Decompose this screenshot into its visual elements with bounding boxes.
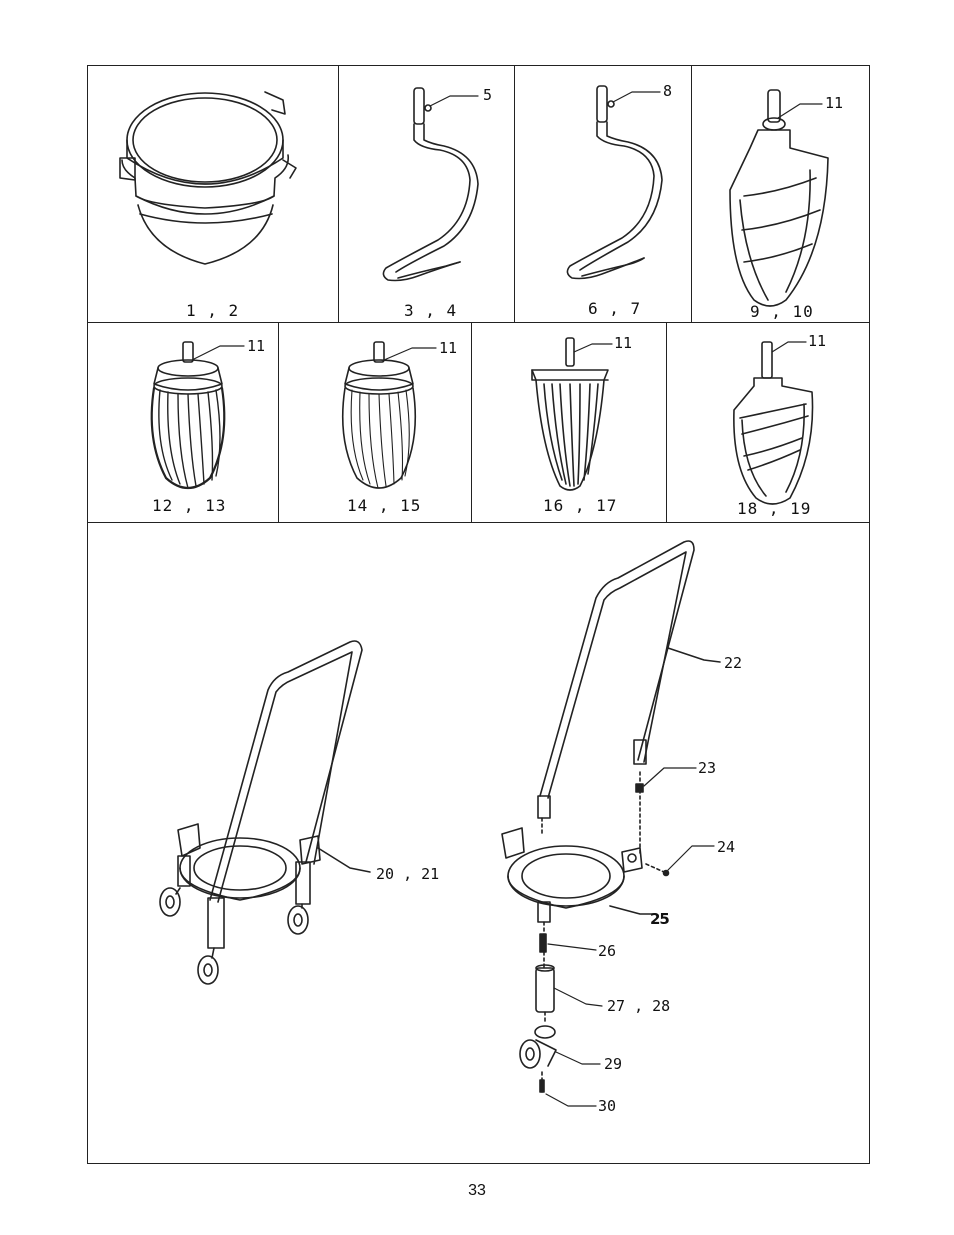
callout-11-whip2: 11: [439, 339, 458, 357]
caption-beater2: 18 , 19: [737, 499, 812, 518]
callout-8: 8: [663, 82, 673, 100]
callout-11-pastry: 11: [614, 334, 633, 352]
row-divider-2: [87, 522, 870, 523]
caption-beater1: 9 , 10: [750, 302, 814, 321]
callout-5: 5: [483, 86, 493, 104]
caption-bowl: 1 , 2: [186, 301, 240, 320]
dolly-exploded-illustration: [501, 540, 721, 1093]
col-divider-r1-2: [514, 65, 515, 322]
callout-11-beater2: 11: [808, 332, 827, 350]
caption-whip2: 14 , 15: [347, 496, 422, 515]
callout-22: 22: [724, 654, 743, 672]
caption-pastry: 16 , 17: [543, 496, 618, 515]
callout-20-21: 20 , 21: [376, 865, 440, 883]
beater1-illustration: [729, 89, 829, 307]
callout-24: 24: [717, 838, 736, 856]
dolly-assembled-illustration: [159, 640, 371, 985]
callout-25: 25: [650, 910, 670, 928]
whip1-illustration: [150, 341, 226, 490]
callout-26: 26: [598, 942, 617, 960]
caption-hook1: 3 , 4: [404, 301, 458, 320]
callout-11-beater1: 11: [825, 94, 844, 112]
bowl-illustration: [119, 91, 297, 265]
callout-30: 30: [598, 1097, 617, 1115]
caption-hook2: 6 , 7: [588, 299, 642, 318]
callout-29: 29: [604, 1055, 623, 1073]
page-number: 33: [468, 1182, 486, 1199]
callout-23: 23: [698, 759, 717, 777]
diagram-frame: [87, 65, 870, 1164]
caption-whip1: 12 , 13: [152, 496, 227, 515]
col-divider-r1-3: [691, 65, 692, 322]
callout-27-28: 27 , 28: [607, 997, 671, 1015]
col-divider-r2-1: [278, 322, 279, 522]
whip2-illustration: [341, 341, 417, 489]
hook1-illustration: [382, 87, 479, 282]
col-divider-r2-2: [471, 322, 472, 522]
pastry-illustration: [531, 337, 609, 491]
beater2-illustration: [733, 341, 814, 505]
callout-11-whip1: 11: [247, 337, 266, 355]
row-divider-1: [87, 322, 870, 323]
col-divider-r1-1: [338, 65, 339, 322]
col-divider-r2-3: [666, 322, 667, 522]
leader-lines: [191, 91, 823, 1107]
hook2-illustration: [566, 85, 663, 280]
